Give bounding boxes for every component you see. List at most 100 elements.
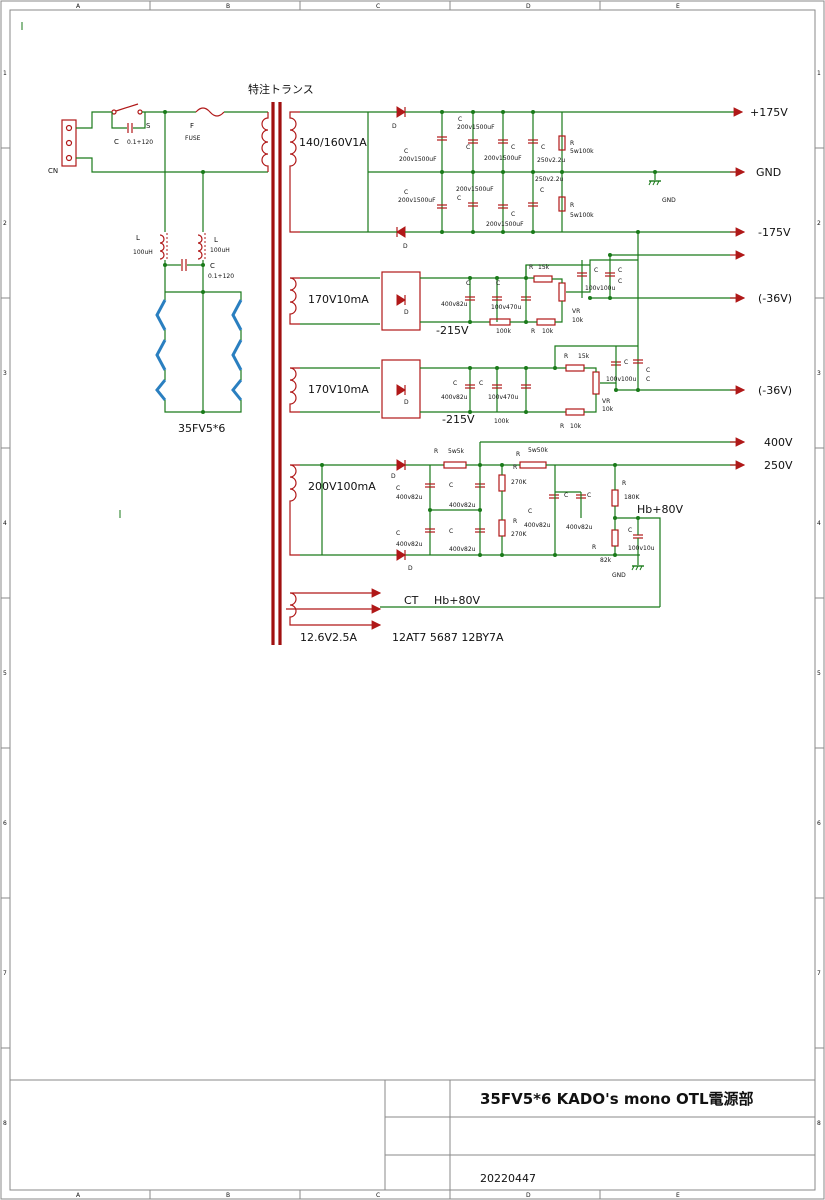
heater-tubes: 12AT7 5687 12BY7A [392, 631, 504, 644]
cap-value: 100v470u [491, 304, 521, 311]
ct-label: CT [404, 594, 419, 607]
res-label: R [560, 423, 564, 430]
inductor-right [197, 234, 203, 260]
res-label: R [564, 353, 568, 360]
col-label: B [226, 1192, 230, 1199]
tube-heater [155, 299, 167, 331]
schematic-stroke [613, 553, 617, 557]
res-label: R [516, 451, 520, 458]
cap-label: C [587, 492, 591, 499]
row-label: 3 [3, 370, 7, 377]
tube-heater [155, 339, 167, 371]
winding-label: 170V10mA [308, 383, 369, 396]
schematic-stroke [289, 277, 300, 325]
row-label: 2 [817, 220, 821, 227]
row-label: 1 [817, 70, 821, 77]
schematic-stroke [648, 180, 652, 186]
row-label: 6 [817, 820, 821, 827]
ct-bias-label: Hb+80V [434, 594, 480, 607]
res-value: 15k [578, 353, 590, 360]
schematic-stroke [201, 410, 205, 414]
schematic-stroke [613, 516, 617, 520]
cap-label: C [210, 262, 215, 270]
cap-value: 400v82u [449, 502, 476, 509]
node-voltage: -215V [436, 324, 469, 337]
schematic-stroke [639, 565, 643, 571]
secondary-bias-1: 170V10mA D -215V (-36V) [300, 250, 792, 337]
schematic-stroke [600, 346, 740, 391]
schematic-stroke [65, 124, 73, 132]
schematic-stroke [588, 296, 592, 300]
schematic-stroke [478, 553, 482, 557]
gnd-symbol-label: GND [662, 197, 676, 204]
tube-heater [231, 299, 243, 331]
output-bias: (-36V) [758, 384, 792, 397]
res-label: R [513, 464, 517, 471]
row-label: 7 [817, 970, 821, 977]
schematic-stroke [468, 320, 472, 324]
schematic-stroke [471, 230, 475, 234]
output-minus175: -175V [758, 226, 791, 239]
schematic-stroke [469, 368, 527, 412]
cap-label: C [564, 492, 568, 499]
schematic-stroke [137, 109, 143, 115]
rectifier-diode [396, 549, 406, 561]
cap-value: 100v100u [585, 285, 615, 292]
schematic-stroke [608, 253, 612, 257]
col-label: A [76, 1192, 81, 1199]
schematic-stroke [498, 519, 506, 537]
bridge-rectifier [381, 359, 421, 419]
cap-label: C [618, 278, 622, 285]
schematic-stroke [300, 277, 380, 325]
res-value: 5w5k [448, 448, 465, 455]
schematic-stroke [65, 139, 73, 147]
cap-label: C [466, 280, 470, 287]
col-label: D [526, 1192, 531, 1199]
schematic-stroke [501, 170, 505, 174]
cap-label: C [540, 187, 544, 194]
row-label: 5 [817, 670, 821, 677]
schematic-stroke [396, 384, 406, 396]
schematic-stroke [420, 345, 620, 369]
cap-value: 0.1+120 [208, 273, 234, 280]
schematic-stroke [531, 170, 535, 174]
schematic-stroke [164, 330, 242, 380]
primary-circuit: CN S C 0.1+120 F FUSE L 100uH L 100uH [48, 103, 268, 435]
schematic-stroke [65, 154, 73, 162]
cap-value: 400v82u [441, 301, 468, 308]
res-value: 100k [496, 328, 511, 335]
cap-label: C [396, 485, 400, 492]
cap-value: 200v1500uF [486, 221, 524, 228]
fuse [195, 107, 225, 117]
res-label: R [622, 480, 626, 487]
schematic-stroke [428, 508, 432, 512]
schematic-stroke [554, 465, 616, 555]
schematic-stroke [261, 112, 269, 172]
res-value: 10k [542, 328, 554, 335]
secondary-bias-2: 170V10mA D -215V (-36V) C 400v82u C 100v… [300, 345, 792, 430]
res-value: 270K [511, 531, 527, 538]
switch-label: S [146, 122, 151, 130]
schematic-stroke [76, 111, 112, 129]
cap-label: C [449, 482, 453, 489]
cap-label: C [496, 280, 500, 287]
res-value: 5w50k [528, 447, 548, 454]
res-value: 10k [570, 423, 582, 430]
schematic-stroke [500, 553, 504, 557]
schematic-stroke [611, 489, 619, 507]
row-label: 5 [3, 670, 7, 677]
diode-label: D [392, 123, 397, 130]
schematic-stroke [289, 367, 300, 413]
col-label: D [526, 3, 531, 10]
res-value: 270K [511, 479, 527, 486]
vr-label: VR [572, 308, 580, 315]
schematic-stroke [468, 366, 472, 370]
schematic-stroke [471, 110, 475, 114]
col-label: C [376, 3, 380, 10]
schematic-stroke [429, 465, 480, 555]
schematic-stroke [636, 388, 640, 392]
row-label: 6 [3, 820, 7, 827]
tube-heater [155, 379, 167, 401]
schematic-stroke [553, 366, 557, 370]
res-label: R [434, 448, 438, 455]
